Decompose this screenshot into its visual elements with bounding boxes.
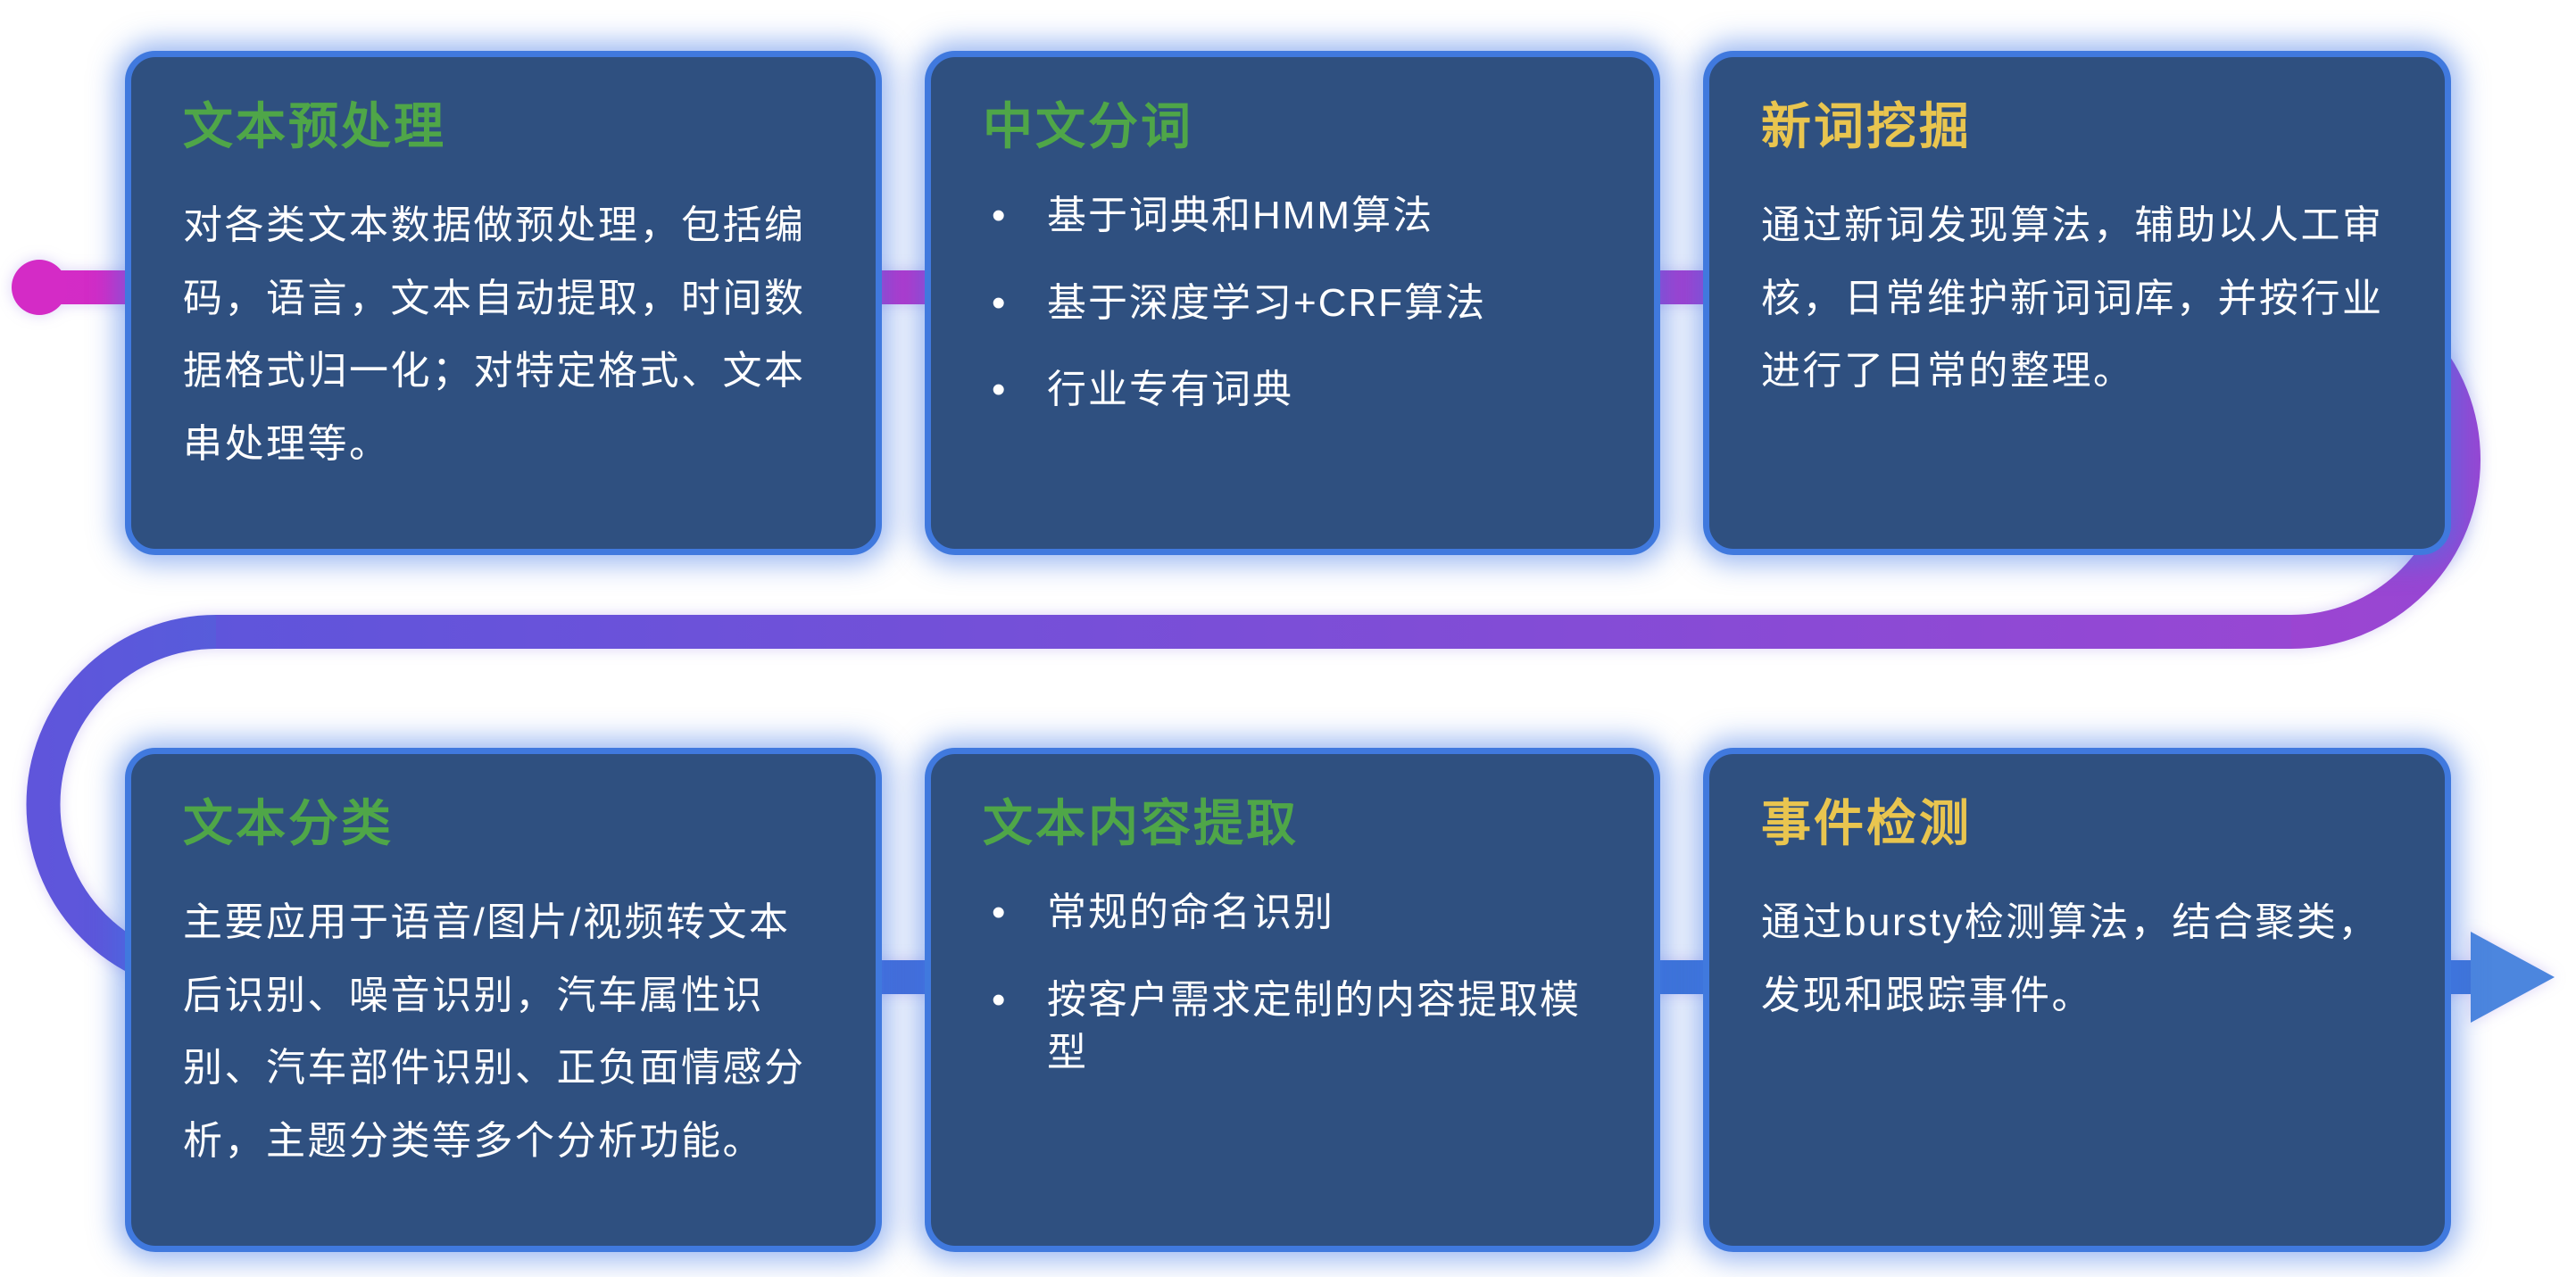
bullet-list: 基于词典和HMM算法 基于深度学习+CRF算法 行业专有词典 [983, 189, 1602, 417]
card-body: 主要应用于语音/图片/视频转文本后识别、噪音识别，汽车属性识别、汽车部件识别、正… [183, 900, 806, 1163]
card-title: 新词挖掘 [1761, 98, 1972, 154]
card-event-detection: 事件检测 通过bursty检测算法，结合聚类，发现和跟踪事件。 [1703, 748, 2451, 1252]
card-body: 通过新词发现算法，辅助以人工审核，日常维护新词词库，并按行业进行了日常的整理。 [1761, 203, 2384, 394]
card-chinese-word-segmentation: 中文分词 基于词典和HMM算法 基于深度学习+CRF算法 行业专有词典 [925, 51, 1660, 555]
card-new-word-mining: 新词挖掘 通过新词发现算法，辅助以人工审核，日常维护新词词库，并按行业进行了日常… [1703, 51, 2451, 555]
bullet-item: 基于深度学习+CRF算法 [983, 277, 1602, 330]
card-title: 事件检测 [1761, 795, 1972, 851]
bullet-item: 按客户需求定制的内容提取模型 [983, 974, 1602, 1080]
pipeline-start-dot [12, 260, 67, 315]
card-text-preprocessing: 文本预处理 对各类文本数据做预处理，包括编码，语言，文本自动提取，时间数据格式归… [125, 51, 882, 555]
card-title: 文本分类 [183, 795, 394, 851]
card-title: 中文分词 [983, 98, 1193, 154]
card-title: 文本内容提取 [983, 795, 1299, 851]
pipeline-arrow-icon [2471, 932, 2555, 1023]
card-body: 通过bursty检测算法，结合聚类，发现和跟踪事件。 [1761, 900, 2380, 1017]
bullet-item: 基于词典和HMM算法 [983, 189, 1602, 243]
card-text-classification: 文本分类 主要应用于语音/图片/视频转文本后识别、噪音识别，汽车属性识别、汽车部… [125, 748, 882, 1252]
bullet-item: 常规的命名识别 [983, 886, 1602, 940]
card-body: 对各类文本数据做预处理，包括编码，语言，文本自动提取，时间数据格式归一化；对特定… [183, 203, 806, 466]
card-title: 文本预处理 [183, 98, 446, 154]
card-text-content-extraction: 文本内容提取 常规的命名识别 按客户需求定制的内容提取模型 [925, 748, 1660, 1252]
bullet-list: 常规的命名识别 按客户需求定制的内容提取模型 [983, 886, 1602, 1079]
bullet-item: 行业专有词典 [983, 363, 1602, 417]
